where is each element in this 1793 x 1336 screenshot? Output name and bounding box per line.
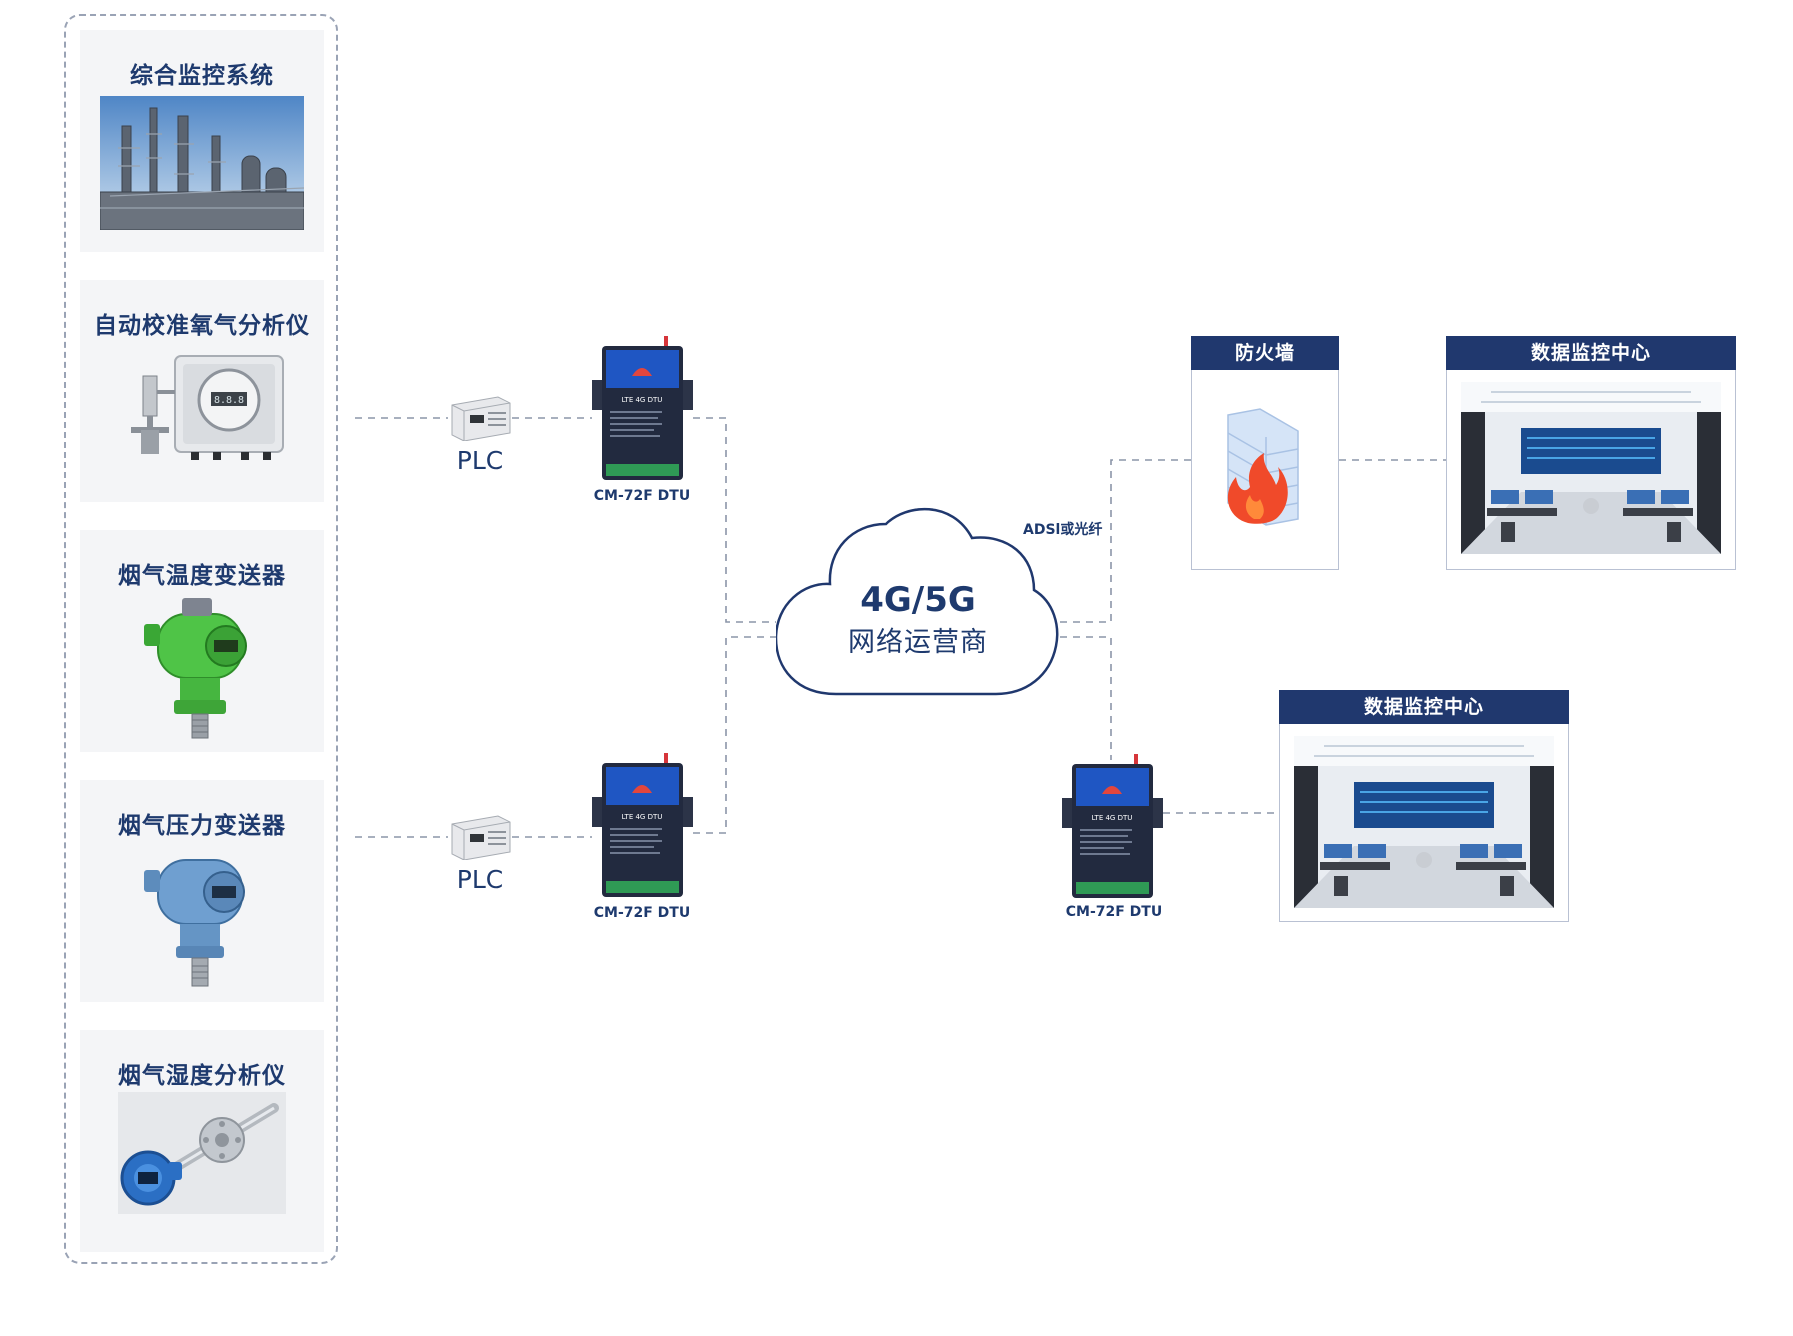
plc-top-icon bbox=[451, 396, 511, 441]
device-title: 烟气湿度分析仪 bbox=[118, 1063, 286, 1089]
device-title: 自动校准氧气分析仪 bbox=[94, 313, 310, 339]
dtu-right-label: CM-72F DTU bbox=[1065, 904, 1163, 920]
dtu-top-screen-text: LTE 4G DTU bbox=[622, 396, 663, 404]
device-title: 烟气温度变送器 bbox=[118, 563, 286, 589]
monitor-center-top-title: 数据监控中心 bbox=[1446, 336, 1736, 370]
adsl-fiber-label: ADSl或光纤 bbox=[1023, 522, 1103, 538]
plc-bottom-icon bbox=[451, 815, 511, 860]
device-card-temperature-transmitter: 烟气温度变送器 bbox=[80, 530, 324, 752]
dtu-bottom-icon: LTE 4G DTU bbox=[592, 753, 693, 897]
plc-top-label: PLC bbox=[456, 446, 504, 475]
firewall-icon bbox=[1227, 408, 1299, 526]
plc-bottom-label: PLC bbox=[456, 865, 504, 894]
control-room-photo-icon bbox=[1461, 382, 1721, 554]
svg-text:8.8.8: 8.8.8 bbox=[214, 395, 244, 406]
control-room-photo-icon bbox=[1294, 736, 1554, 908]
monitor-center-bottom-panel: 数据监控中心 bbox=[1279, 690, 1569, 922]
monitor-center-bottom-title: 数据监控中心 bbox=[1279, 690, 1569, 724]
oxygen-analyzer-box-icon: 8.8.8 bbox=[131, 355, 284, 460]
humidity-analyzer-probe-icon bbox=[118, 1092, 286, 1214]
dtu-right-icon: LTE 4G DTU bbox=[1062, 754, 1163, 898]
pressure-transmitter-blue-icon bbox=[144, 859, 245, 987]
monitor-center-top-panel: 数据监控中心 bbox=[1446, 336, 1736, 570]
firewall-panel: 防火墙 bbox=[1191, 336, 1339, 570]
device-card-humidity-analyzer: 烟气湿度分析仪 bbox=[80, 1030, 324, 1252]
cloud-subtitle: 网络运营商 bbox=[848, 627, 988, 658]
firewall-title: 防火墙 bbox=[1191, 336, 1339, 370]
cloud-icon bbox=[776, 507, 1059, 696]
device-column-frame bbox=[64, 14, 338, 1264]
dtu-top-icon: LTE 4G DTU bbox=[592, 336, 693, 480]
device-card-monitoring-system: 综合监控系统 bbox=[80, 30, 324, 252]
dtu-bottom-screen-text: LTE 4G DTU bbox=[622, 813, 663, 821]
link-cloud-firewall bbox=[1060, 459, 1191, 623]
link-dtu-bottom-cloud bbox=[693, 636, 776, 834]
dtu-top-label: CM-72F DTU bbox=[593, 488, 691, 504]
device-title: 综合监控系统 bbox=[130, 63, 274, 89]
dtu-right-screen-text: LTE 4G DTU bbox=[1092, 814, 1133, 822]
industrial-plant-photo-icon bbox=[100, 96, 304, 230]
link-dtu-top-cloud bbox=[693, 417, 776, 623]
device-title: 烟气压力变送器 bbox=[118, 813, 286, 839]
temperature-transmitter-green-icon bbox=[144, 598, 247, 739]
device-card-pressure-transmitter: 烟气压力变送器 bbox=[80, 780, 324, 1002]
dtu-bottom-label: CM-72F DTU bbox=[593, 905, 691, 921]
cloud-title: 4G/5G bbox=[860, 580, 976, 620]
device-card-oxygen-analyzer: 自动校准氧气分析仪 8.8.8 bbox=[80, 280, 324, 502]
link-cloud-dtu-right bbox=[1060, 636, 1112, 760]
